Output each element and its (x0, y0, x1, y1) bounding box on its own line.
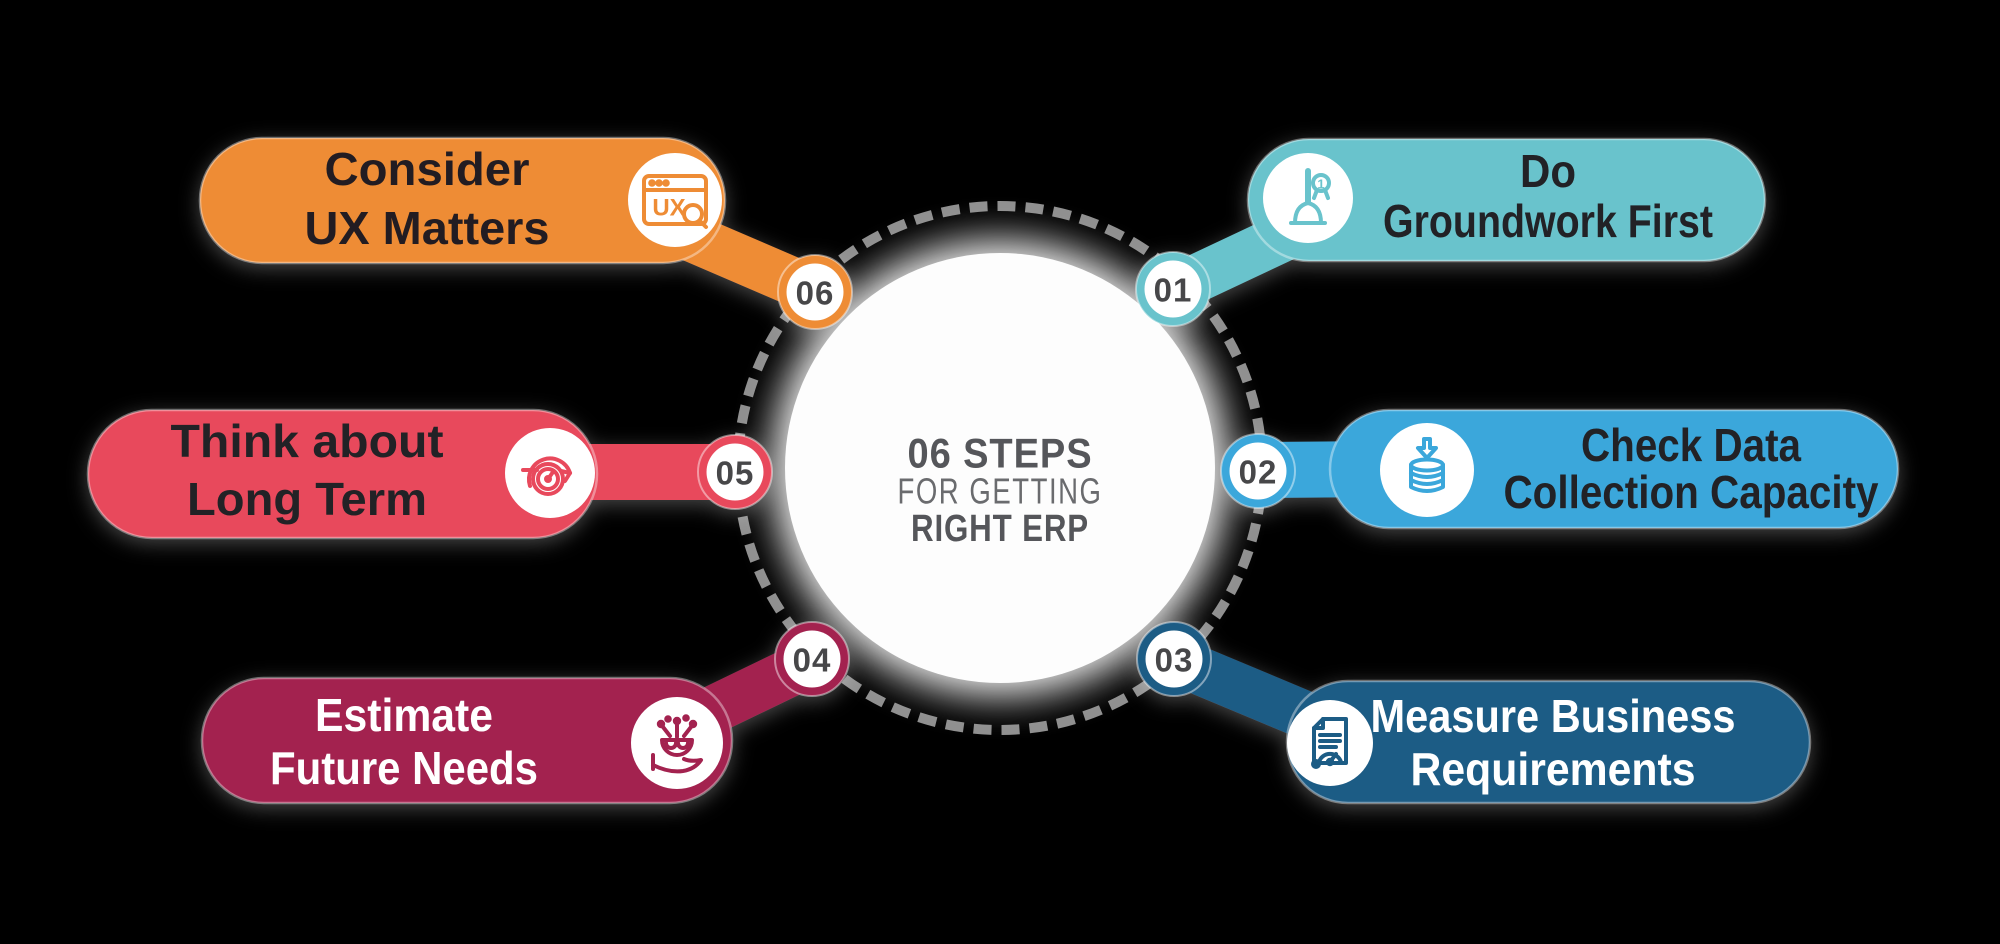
step-02-group: 02 Check Data Collection Capacity (1220, 408, 1900, 530)
step-03-label-line1: Measure Business (1371, 690, 1736, 742)
step-05-badge (706, 443, 764, 501)
step-05-group: 05 Think about Long Term (86, 408, 773, 540)
center-title-line3: RIGHT ERP (911, 508, 1089, 550)
step-02-label-line1: Check Data (1581, 419, 1801, 471)
center-title: 06 STEPS FOR GETTING RIGHT ERP (898, 430, 1103, 551)
step-03-group: 03 Measure Business Requirements (1136, 621, 1812, 805)
step-04-pill (200, 676, 734, 805)
center-hub (772, 240, 1228, 696)
step-06-label-line2: UX Matters (305, 202, 550, 254)
database-download-icon (1409, 437, 1445, 493)
step-06-pill (198, 136, 727, 265)
stopwatch-arrow-icon (521, 456, 572, 496)
step-02-number: 02 (1239, 454, 1278, 491)
step-01-label-line2: Groundwork First (1383, 195, 1713, 247)
step-06-group: UX 06 Consider UX Matters (198, 136, 853, 330)
step-05-label-line2: Long Term (187, 473, 427, 525)
step-06-badge (786, 263, 844, 321)
step-03-number: 03 (1155, 642, 1194, 679)
step-04-group: 04 Estimate Future Needs (200, 621, 850, 805)
step-03-badge (1145, 630, 1203, 688)
step-02-badge (1229, 442, 1287, 500)
center-title-line2: FOR GETTING (898, 471, 1103, 512)
step-01-pill (1246, 137, 1767, 263)
center-circle (785, 253, 1215, 683)
step-06-label-line1: Consider (325, 143, 530, 195)
step-02-label-line2: Collection Capacity (1504, 466, 1879, 518)
document-gauge-icon (1311, 717, 1348, 769)
step-02-pill (1328, 408, 1900, 530)
step-01-badge (1144, 260, 1202, 318)
ux-icon-text: UX (652, 195, 685, 222)
step-01-number: 01 (1154, 272, 1193, 309)
award-number-text: 1 (1317, 177, 1324, 192)
step-01-group: 1 01 Do Groundwork First (1135, 137, 1767, 327)
step-04-label-line2: Future Needs (270, 742, 538, 794)
step-04-badge (783, 630, 841, 688)
award-first-place-icon: 1 (1289, 168, 1331, 225)
step-03-label-line2: Requirements (1411, 743, 1696, 795)
step-01-label-line1: Do (1520, 145, 1576, 197)
step-04-number: 04 (793, 642, 832, 679)
step-06-number: 06 (796, 275, 835, 312)
hand-growth-icon (651, 714, 703, 774)
center-title-line1: 06 STEPS (908, 430, 1093, 477)
step-05-number: 05 (716, 455, 755, 492)
step-05-pill (86, 408, 599, 540)
ux-browser-search-icon: UX (642, 174, 708, 229)
step-05-label-line1: Think about (171, 415, 444, 467)
step-03-pill (1285, 679, 1812, 805)
step-04-label-line1: Estimate (315, 689, 493, 741)
